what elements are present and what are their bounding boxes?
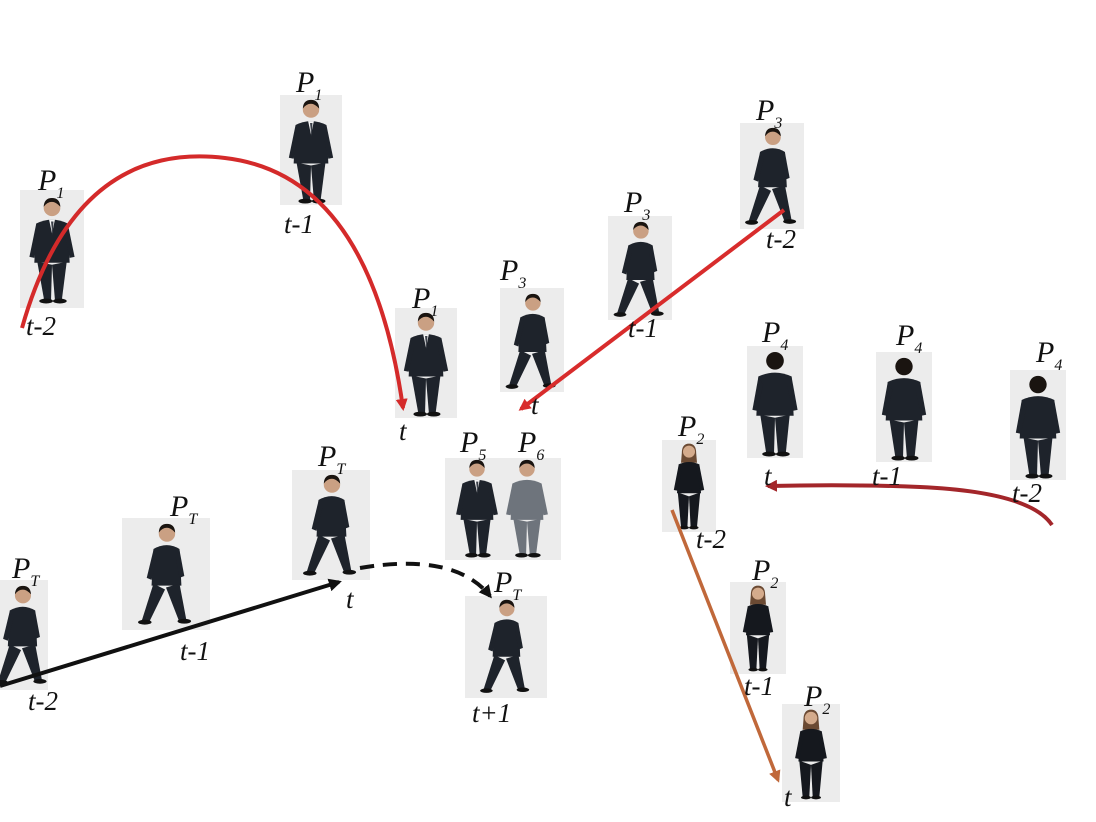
label-p2-t-minus-2: P2: [677, 410, 704, 448]
label-pt-t-minus-2: PT: [11, 552, 40, 590]
label-p3-t-minus-1: P3: [623, 186, 650, 224]
photo-p5-p6: [445, 458, 561, 560]
photo-p1-t: [395, 308, 457, 418]
time-p2-t-minus-2: t-2: [696, 524, 726, 554]
p3-trajectory-arrow: [518, 208, 786, 411]
photo-pt-t: [292, 470, 370, 580]
time-p3-t: t: [531, 390, 540, 420]
pt-prediction-dashed-arrow: [359, 561, 492, 599]
photo-p4-t-minus-2: [1010, 370, 1066, 480]
time-p4-t-minus-2: t-2: [1012, 478, 1042, 508]
label-p6: P6: [517, 426, 544, 464]
time-pt-t-plus-1: t+1: [472, 698, 511, 728]
time-p4-t: t: [764, 461, 773, 491]
label-p2-t-minus-1: P2: [751, 554, 778, 592]
label-p3-t-minus-2: P3: [755, 94, 782, 132]
label-p4-t-minus-1: P4: [895, 319, 922, 357]
p1-trajectory-arrow: [20, 154, 408, 411]
time-p2-t-minus-1: t-1: [744, 671, 774, 701]
photo-p1-t-minus-1: [280, 95, 342, 205]
label-p1-t-minus-1: P1: [295, 66, 322, 104]
time-pt-t-minus-2: t-2: [28, 686, 58, 716]
photo-p4-t-minus-1: [876, 352, 932, 462]
label-pt-t: PT: [317, 440, 346, 478]
time-pt-t-minus-1: t-1: [180, 636, 210, 666]
p4-trajectory-arrow: [765, 479, 1054, 527]
time-pt-t: t: [346, 584, 355, 614]
time-p1-t-minus-1: t-1: [284, 209, 314, 239]
label-p2-t: P2: [803, 680, 830, 718]
photo-p2-t: [782, 704, 840, 802]
photo-pt-t-plus-1: [465, 596, 547, 698]
label-p3-t: P3: [499, 254, 526, 292]
time-p1-t: t: [399, 416, 408, 446]
photo-p3-t-minus-2: [740, 123, 804, 229]
label-p4-t: P4: [761, 316, 788, 354]
time-p1-t-minus-2: t-2: [26, 311, 56, 341]
label-p5: P5: [459, 426, 486, 464]
photo-p3-t: [500, 288, 564, 392]
time-p4-t-minus-1: t-1: [872, 461, 902, 491]
photo-pt-t-minus-1: [122, 518, 210, 630]
photo-p2-t-minus-1: [730, 582, 786, 674]
pt-trajectory-arrow: [0, 578, 342, 688]
time-p3-t-minus-1: t-1: [628, 313, 658, 343]
time-p2-t: t: [784, 782, 793, 812]
label-p1-t-minus-2: P1: [37, 164, 64, 202]
labels: P1 t-2 P1 t-1 P1 t P3 t P3 t-1 P3 t-2 P4…: [11, 66, 1062, 812]
label-pt-t-plus-1: PT: [493, 566, 522, 604]
label-p1-t: P1: [411, 282, 438, 320]
photo-p4-t: [747, 346, 803, 458]
label-p4-t-minus-2: P4: [1035, 336, 1062, 374]
p2-trajectory-arrow: [670, 509, 781, 783]
label-pt-t-minus-1: PT: [169, 490, 198, 528]
time-p3-t-minus-2: t-2: [766, 224, 796, 254]
photo-p2-t-minus-2: [662, 440, 716, 532]
trajectories: [0, 154, 1054, 783]
